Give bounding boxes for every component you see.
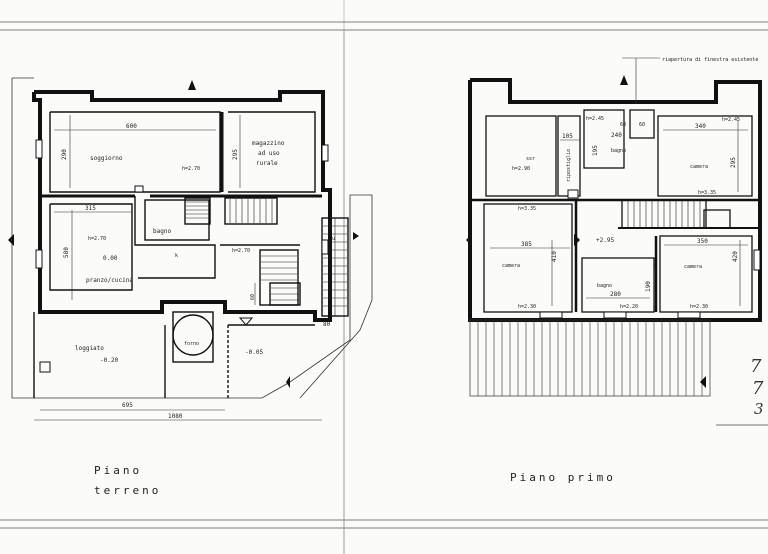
first-stair-treads [627, 200, 701, 228]
height-hall: h=2.70 [232, 248, 250, 254]
first-floor-title: Piano primo [510, 471, 616, 484]
height-a: h=2.45 [586, 116, 604, 122]
dim-295: 295 [730, 157, 737, 168]
dim-pranzo-depth: 580 [63, 247, 70, 258]
dim-240: 240 [611, 132, 622, 139]
dim-pranzo-width: 315 [85, 205, 96, 212]
marker-k: k [175, 253, 178, 259]
dim-385: 385 [521, 241, 532, 248]
room-forno: forno [184, 341, 199, 347]
sheet-frame [0, 21, 768, 554]
first-dimension-lines [490, 57, 748, 306]
dim-350: 350 [697, 238, 708, 245]
dim-magazzino-depth: 295 [232, 149, 239, 160]
room-magazzino-line3: rurale [256, 160, 278, 167]
dim-190: 190 [645, 281, 652, 292]
dim-soggiorno-depth: 290 [61, 149, 68, 160]
room-camera-left: camera [502, 263, 520, 269]
dim-outer-stair: 80 [323, 321, 331, 328]
ground-floor-title-line1: Piano [94, 464, 142, 477]
dim-105: 105 [562, 133, 573, 140]
dim-340: 340 [695, 123, 706, 130]
dim-total-width: 1080 [168, 413, 183, 420]
annotation-window-reopening: riapertura di finestra esistente [662, 57, 758, 63]
first-windows [539, 189, 761, 319]
height-g: h=2.30 [690, 304, 708, 310]
ground-floor-title-line2: terreno [94, 484, 161, 497]
margin-notes: 7 7 3 [716, 356, 768, 426]
ground-floor-plan: soggiorno magazzino ad uso rurale bagno … [8, 77, 373, 497]
dim-195: 195 [592, 145, 599, 156]
margin-note-1: 7 [750, 356, 762, 377]
room-magazzino-line1: magazzino [252, 140, 285, 147]
room-camera-right: camera [684, 264, 702, 270]
section-markers-ground [8, 80, 359, 388]
dim-410: 410 [551, 251, 558, 262]
level-main-first: +2.95 [596, 237, 614, 244]
height-soggiorno: h=2.70 [182, 166, 200, 172]
roof-hatch-lines [477, 320, 703, 396]
ground-stair-treads [186, 199, 347, 316]
dim-stair-width: 60 [250, 294, 256, 300]
first-floor-plan: riapertura di finestra esistente ssr rip… [466, 57, 762, 484]
room-pranzo: pranzo/cucina [86, 277, 133, 284]
dim-280: 280 [610, 291, 621, 298]
room-magazzino-line2: ad uso [258, 150, 280, 157]
ground-windows [35, 139, 329, 269]
height-f: h=2.20 [620, 304, 638, 310]
marker-u: u [332, 236, 335, 242]
height-c: h=3.35 [518, 206, 536, 212]
dim-420: 420 [732, 251, 739, 262]
room-soggiorno: soggiorno [90, 155, 123, 162]
height-d: h=3.35 [698, 190, 716, 196]
margin-note-3: 3 [754, 400, 764, 418]
height-b: h=2.45 [722, 117, 740, 123]
level-forno: -0.05 [245, 349, 263, 356]
room-soffitta: ssr [526, 156, 535, 162]
ground-walls [32, 90, 332, 322]
room-ripostiglio: ripostiglio [566, 149, 572, 182]
dim-loggiato-width: 695 [122, 402, 133, 409]
room-bagno-ground: bagno [153, 228, 171, 235]
margin-note-2: 7 [752, 378, 764, 399]
room-camera-top-right: camera [690, 164, 708, 170]
room-bagno-bottom: bagno [597, 283, 612, 289]
section-markers-first [466, 75, 706, 388]
level-main-ground: 0.00 [103, 255, 118, 262]
dim-60b: 60 [639, 122, 645, 128]
height-soffitta: h=2.90 [512, 166, 530, 172]
height-pranzo: h=2.70 [88, 236, 106, 242]
level-loggiato: -0.20 [100, 357, 118, 364]
ground-dimension-lines [34, 115, 322, 421]
dim-60a: 60 [620, 122, 626, 128]
site-boundary [11, 78, 373, 399]
height-e: h=2.30 [518, 304, 536, 310]
room-loggiato: loggiato [75, 345, 104, 352]
dim-soggiorno-width: 600 [126, 123, 137, 130]
room-bagno-top: bagno [611, 148, 626, 154]
